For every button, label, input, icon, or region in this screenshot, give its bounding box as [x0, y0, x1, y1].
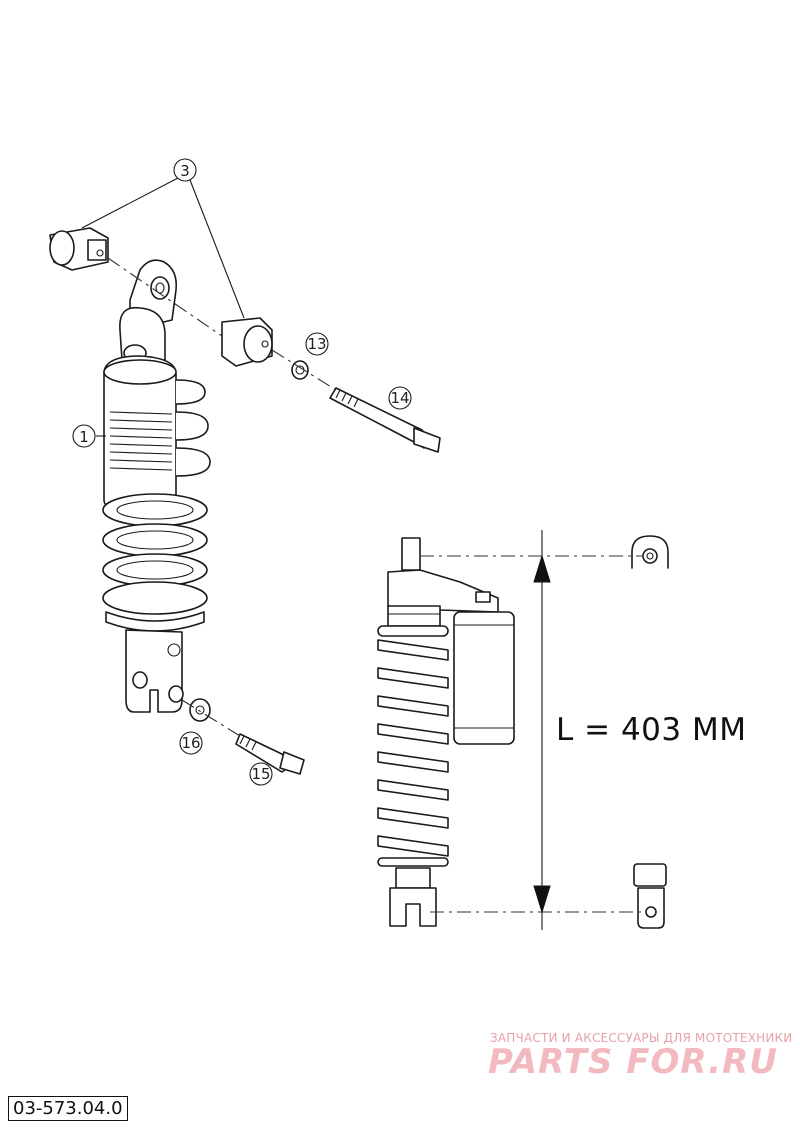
- callout-15: 15: [249, 762, 273, 786]
- callout-label-14: 14: [390, 389, 409, 407]
- document-number: 03-573.04.0: [8, 1096, 128, 1121]
- callout-13: 13: [305, 332, 329, 356]
- lower-bolt: [235, 733, 305, 775]
- callout-1: 1: [72, 424, 96, 448]
- nut: [291, 360, 309, 380]
- bushing-left: [49, 227, 109, 271]
- callout-label-15: 15: [251, 765, 270, 783]
- shock-absorber-assembly: [102, 259, 211, 713]
- upper-bolt: [329, 387, 441, 453]
- measurement-view: [377, 530, 669, 930]
- watermark-tagline: ЗАПЧАСТИ И АКСЕССУАРЫ ДЛЯ МОТОТЕХНИКИ: [490, 1031, 793, 1045]
- side-spring: [377, 625, 449, 867]
- callout-16: 16: [179, 731, 203, 755]
- callout-label-1: 1: [79, 428, 89, 446]
- callout-label-13: 13: [307, 335, 326, 353]
- coil-spring: [102, 379, 211, 615]
- callout-14: 14: [388, 386, 412, 410]
- watermark-logo: PARTS FOR.RU: [488, 1042, 778, 1082]
- callout-label-3: 3: [180, 162, 190, 180]
- callout-label-16: 16: [181, 734, 200, 752]
- bushing-right: [221, 317, 273, 367]
- length-dimension-label: L = 403 MM: [556, 712, 747, 748]
- thread-rings: [109, 411, 173, 471]
- washer: [189, 698, 211, 722]
- callout-3: 3: [173, 158, 197, 182]
